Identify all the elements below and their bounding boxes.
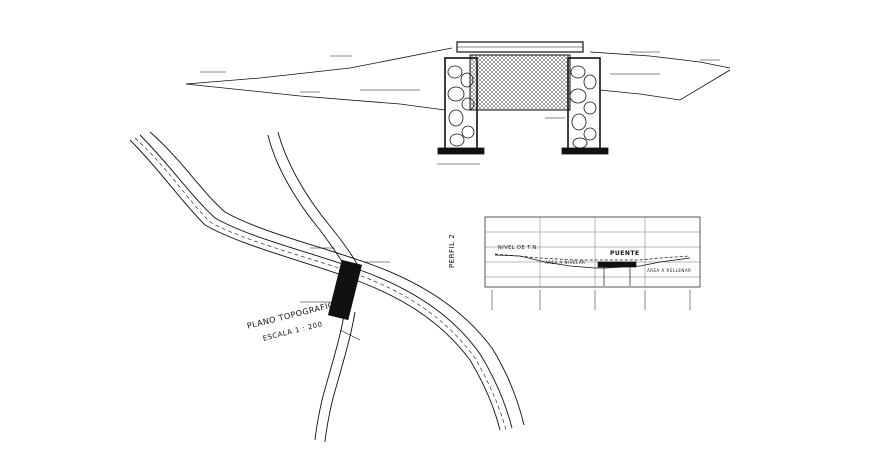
terrain-left xyxy=(185,47,453,85)
bridge-plan xyxy=(327,259,363,321)
road-upper-1 xyxy=(267,134,349,271)
river-centerline xyxy=(134,137,507,431)
profile-drawing xyxy=(484,216,701,310)
terrain-left-lower xyxy=(185,83,446,111)
bridge-truss xyxy=(469,54,571,111)
profile-bridge xyxy=(597,261,637,268)
profile-ground-line xyxy=(494,254,691,269)
profile-frame xyxy=(484,216,701,288)
nivel-label: NIVEL DE T.N. xyxy=(498,245,539,251)
profile-design-line xyxy=(494,253,691,261)
river-edge-1 xyxy=(129,139,501,431)
road-upper-2 xyxy=(277,131,359,267)
puente-label: PUENTE xyxy=(610,250,640,257)
terrain-right xyxy=(589,51,731,69)
river-edge-3 xyxy=(149,131,525,426)
road-lower-1 xyxy=(314,309,346,441)
terrain-right-lower xyxy=(599,69,731,101)
area-label-1: AREA A NIVELAR xyxy=(545,260,586,265)
road-lower-2 xyxy=(324,311,356,443)
area-label-2: AREA A RELLENAR xyxy=(647,268,692,273)
topographic-plan xyxy=(129,131,525,443)
perfil-title: PERFIL 2 xyxy=(448,233,456,268)
bridge-elevation xyxy=(185,41,731,165)
